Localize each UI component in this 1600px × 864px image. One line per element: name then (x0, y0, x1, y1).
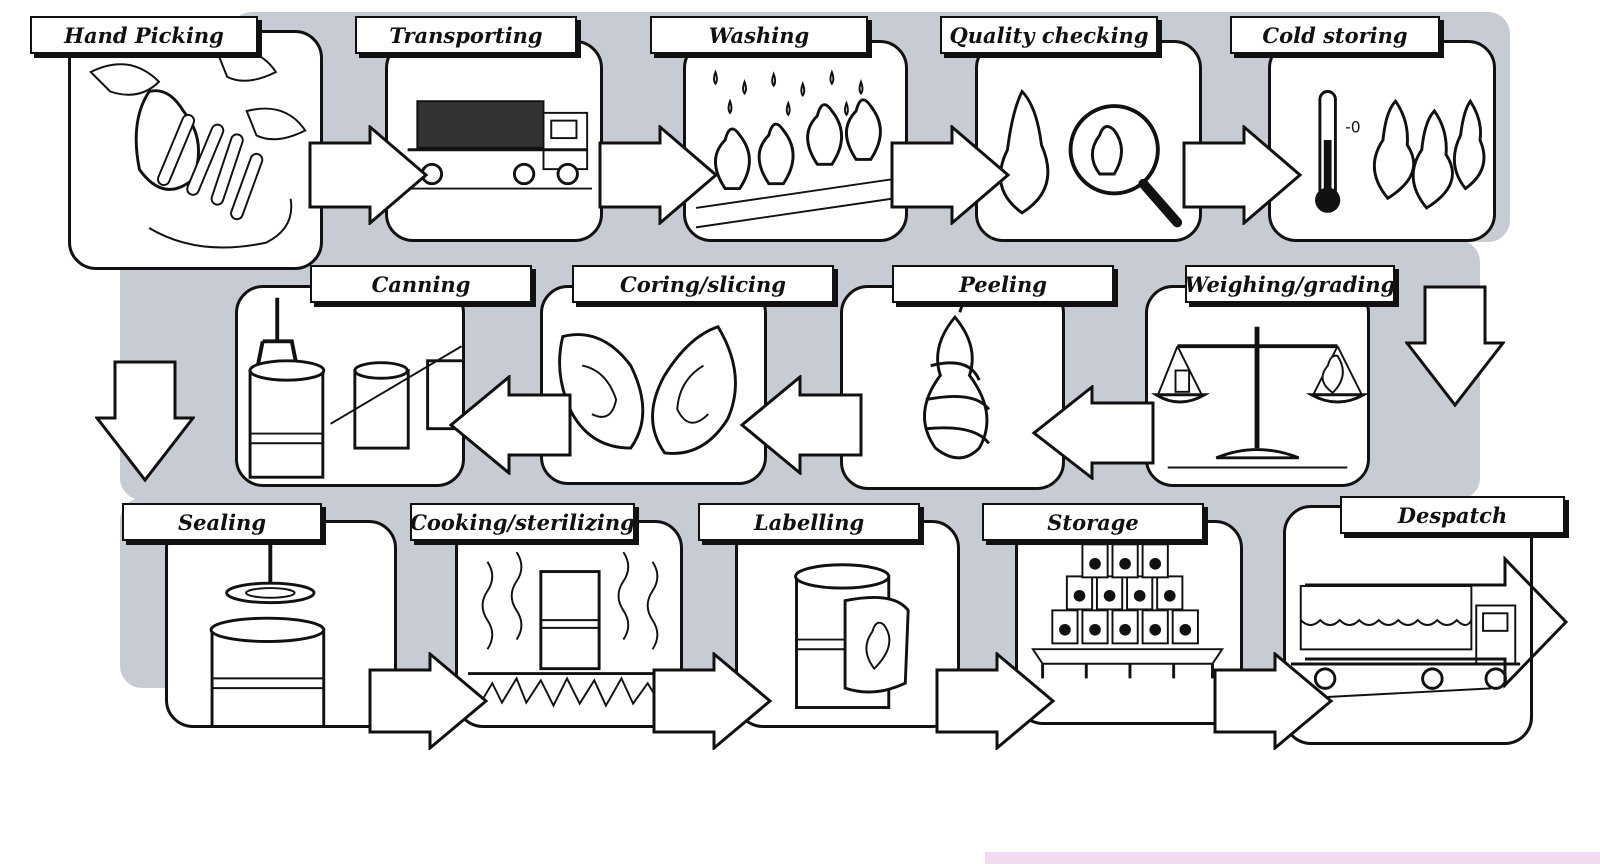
panel-weighing-grading (1145, 285, 1370, 487)
label-storage: Storage (982, 503, 1204, 541)
coring-slicing-illustration (558, 325, 737, 455)
quality-checking-illustration (999, 89, 1183, 228)
arrow-left-1 (1031, 385, 1155, 480)
canning-illustration (248, 297, 462, 479)
panel-hand-picking (68, 30, 323, 270)
labelling-illustration (794, 563, 910, 709)
label-weighing-grading: Weighing/grading (1185, 265, 1395, 303)
label-cold-storing: Cold storing (1230, 16, 1440, 54)
panel-coring-slicing (540, 285, 767, 485)
arrow-right-4 (1182, 125, 1303, 225)
panel-sealing (165, 520, 397, 728)
hand-picking-illustration (89, 49, 307, 249)
label-transporting: Transporting (355, 16, 577, 54)
storage-illustration (1031, 543, 1225, 679)
arrow-right-2 (598, 125, 719, 225)
panel-labelling (735, 520, 960, 728)
arrow-left-2 (739, 375, 863, 475)
arrow-right-3 (890, 125, 1011, 225)
arrow-right-8 (1213, 652, 1334, 750)
pink-strip (985, 852, 1600, 864)
scales-illustration (1151, 326, 1367, 469)
truck-illustration (397, 100, 592, 190)
label-coring-slicing: Coring/slicing (572, 265, 834, 303)
label-peeling: Peeling (892, 265, 1114, 303)
label-despatch: Despatch (1340, 496, 1565, 534)
label-canning: Canning (310, 265, 532, 303)
label-labelling: Labelling (698, 503, 920, 541)
arrow-right-1 (308, 125, 429, 225)
label-cooking-sterilizing: Cooking/sterilizing (410, 503, 635, 541)
label-hand-picking: Hand Picking (30, 16, 258, 54)
arrow-down-right (1405, 285, 1505, 408)
despatch-arrow (1305, 555, 1569, 689)
cold-storing-illustration: -0 (1315, 90, 1486, 213)
panel-cold-storing: -0 (1268, 40, 1496, 242)
label-quality-checking: Quality checking (940, 16, 1158, 54)
panel-transporting (385, 40, 603, 242)
panel-peeling (840, 285, 1065, 490)
despatch-illustration (1291, 585, 1521, 700)
panel-quality-checking (975, 40, 1202, 242)
arrow-right-6 (652, 652, 773, 750)
peeling-illustration (923, 297, 991, 460)
sealing-illustration (209, 542, 326, 725)
label-washing: Washing (650, 16, 868, 54)
label-sealing: Sealing (122, 503, 322, 541)
arrow-right-7 (935, 652, 1056, 750)
arrow-left-3 (448, 375, 572, 475)
thermometer-reading: -0 (1345, 118, 1360, 136)
panel-washing (683, 40, 908, 242)
panel-canning (235, 285, 465, 487)
arrow-down-left (95, 360, 195, 483)
cooking-illustration (468, 551, 672, 709)
panel-storage (1015, 520, 1243, 725)
washing-illustration (695, 69, 896, 229)
arrow-right-5 (368, 652, 489, 750)
